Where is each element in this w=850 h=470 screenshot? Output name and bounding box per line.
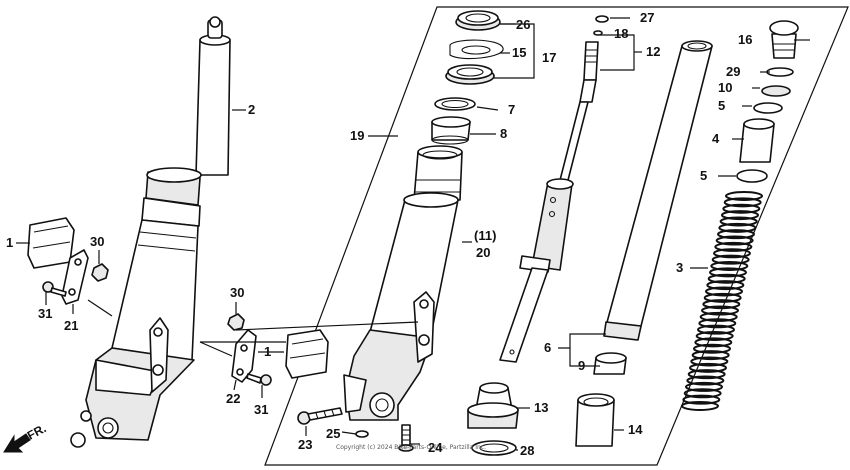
seal-stack: [431, 10, 504, 145]
left-fork-assembly: [70, 16, 231, 448]
spring-coil: [722, 203, 761, 214]
spring-coil: [701, 305, 739, 316]
callout-29: 29: [726, 64, 740, 79]
spring-coil: [681, 401, 719, 411]
callout-5: 5: [718, 98, 725, 113]
callout-12: 12: [646, 44, 660, 59]
callout-17: 17: [542, 50, 556, 65]
spring-coil: [709, 267, 747, 278]
spring-coil: [713, 248, 751, 259]
spring-coil: [687, 369, 726, 380]
spring-coil: [706, 280, 745, 291]
exploded-group-frame: [264, 6, 849, 466]
callout-18: 18: [614, 26, 628, 41]
callout-1: 1: [264, 344, 271, 359]
callout-11: (11): [474, 228, 496, 243]
spring-coil: [694, 337, 733, 348]
callout-30: 30: [230, 285, 244, 300]
spring-coil: [683, 388, 722, 399]
front-arrow-icon: [3, 433, 31, 453]
callout-27: 27: [640, 10, 654, 25]
callout-13: 13: [534, 400, 548, 415]
callout-4: 4: [712, 131, 720, 146]
outer-fork-slider: [343, 145, 463, 421]
left-reflector-bracket: [27, 217, 113, 317]
spring-coil: [689, 362, 727, 373]
right-reflector-bracket: [227, 313, 414, 452]
callout-25: 25: [326, 426, 340, 441]
callout-10: 10: [718, 80, 732, 95]
spring-coil: [723, 197, 762, 208]
spring-coil: [719, 216, 758, 227]
spring-coil: [714, 241, 753, 252]
spring-coil: [707, 273, 746, 284]
spring-coil: [717, 229, 755, 240]
spring-coil: [710, 261, 749, 271]
spring-coil: [682, 394, 721, 405]
callout-23: 23: [298, 437, 312, 452]
callout-7: 7: [508, 102, 515, 117]
spring-coil: [705, 286, 743, 297]
callout-19: 19: [350, 128, 364, 143]
callout-16: 16: [738, 32, 752, 47]
spring-coil: [690, 356, 729, 367]
callout-5: 5: [700, 168, 707, 183]
callout-15: 15: [512, 45, 526, 60]
damper-rod-assembly: [499, 15, 609, 363]
spring-coil: [691, 350, 730, 361]
spring-coil: [711, 254, 750, 265]
callout-1: 1: [6, 235, 13, 250]
callout-30: 30: [90, 234, 104, 249]
callout-24: 24: [428, 440, 443, 455]
callout-3: 3: [676, 260, 683, 275]
spring-coil: [715, 235, 754, 246]
oil-lock-pieces: [467, 352, 627, 456]
callout-22: 22: [226, 391, 240, 406]
spring-coil: [718, 222, 757, 233]
copyright-watermark: Copyright (c) 2024 Bike-Parts-Online, Pa…: [336, 444, 486, 451]
callout-2: 2: [248, 102, 255, 117]
fork-pipe: [603, 40, 713, 341]
callout-21: 21: [64, 318, 78, 333]
spring-coil: [698, 318, 737, 329]
spring-coil: [725, 191, 763, 201]
spring-coil: [721, 210, 759, 221]
callout-20: 20: [476, 245, 490, 260]
spring-stack: [736, 20, 799, 183]
front-direction-indicator: FR.: [3, 421, 48, 453]
spring-coil: [685, 381, 723, 392]
callout-8: 8: [500, 126, 507, 141]
callout-6: 6: [544, 340, 551, 355]
spring-coil: [702, 299, 741, 310]
fork-spring: [681, 191, 763, 411]
callout-labels: 1 1 2 3 4 5 5 6 7 8 9 10 (11) 12 13 14 1…: [6, 10, 752, 458]
spring-coil: [686, 375, 725, 386]
spring-coil: [703, 292, 742, 303]
spring-coil: [695, 331, 734, 341]
callout-14: 14: [628, 422, 643, 437]
spring-coil: [699, 311, 738, 322]
callout-31: 31: [38, 306, 52, 321]
leader-lines: [16, 17, 810, 451]
spring-coil: [693, 343, 731, 354]
spring-coil: [697, 324, 735, 335]
callout-9: 9: [578, 358, 585, 373]
callout-31: 31: [254, 402, 268, 417]
callout-26: 26: [516, 17, 530, 32]
callout-28: 28: [520, 443, 534, 458]
